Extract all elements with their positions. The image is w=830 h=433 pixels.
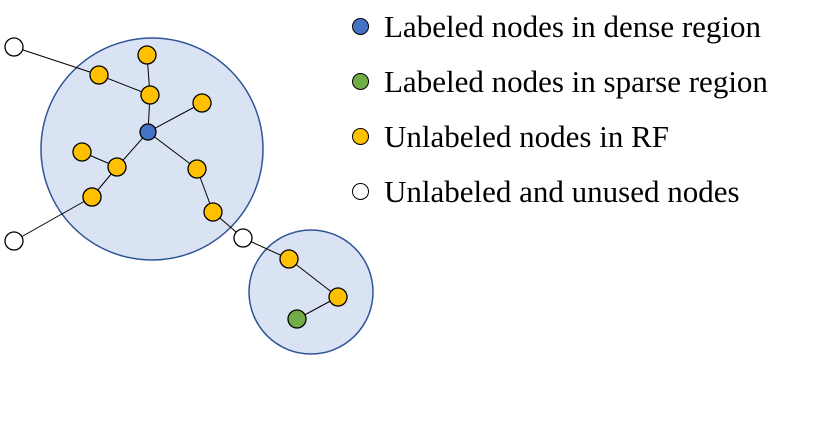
node-sparse-labeled (287, 309, 307, 329)
node-layer (4, 37, 348, 329)
legend-item-sparse-labeled: Labeled nodes in sparse region (352, 63, 768, 99)
legend-label: Unlabeled and unused nodes (384, 173, 740, 209)
node-unlabeled-rf (328, 287, 348, 307)
node-unlabeled-rf (107, 157, 127, 177)
node-unlabeled-rf (192, 93, 212, 113)
node-unused (4, 231, 24, 251)
legend-item-unused: Unlabeled and unused nodes (352, 173, 768, 209)
yellow-dot-icon (352, 127, 369, 145)
node-unused (4, 37, 24, 57)
node-unlabeled-rf (82, 187, 102, 207)
legend: Labeled nodes in dense region Labeled no… (352, 8, 768, 228)
node-dense-labeled (139, 123, 157, 141)
sparse-region (248, 229, 374, 355)
node-unlabeled-rf (187, 159, 207, 179)
node-unlabeled-rf (72, 142, 92, 162)
node-unlabeled-rf (137, 45, 157, 65)
edge (13, 46, 100, 76)
edge (147, 131, 198, 170)
edge (13, 196, 93, 242)
legend-label: Labeled nodes in dense region (384, 8, 762, 44)
node-unused (233, 228, 253, 248)
node-unlabeled-rf (89, 65, 109, 85)
legend-item-dense-labeled: Labeled nodes in dense region (352, 8, 768, 44)
green-dot-icon (352, 72, 369, 90)
node-unlabeled-rf (140, 85, 160, 105)
legend-item-unlabeled-rf: Unlabeled nodes in RF (352, 118, 768, 154)
legend-label: Labeled nodes in sparse region (384, 63, 768, 99)
node-unlabeled-rf (203, 202, 223, 222)
blue-dot-icon (352, 17, 369, 35)
white-dot-icon (352, 182, 369, 200)
edge (288, 258, 339, 298)
edge (147, 102, 203, 133)
node-unlabeled-rf (279, 249, 299, 269)
legend-label: Unlabeled nodes in RF (384, 118, 669, 154)
